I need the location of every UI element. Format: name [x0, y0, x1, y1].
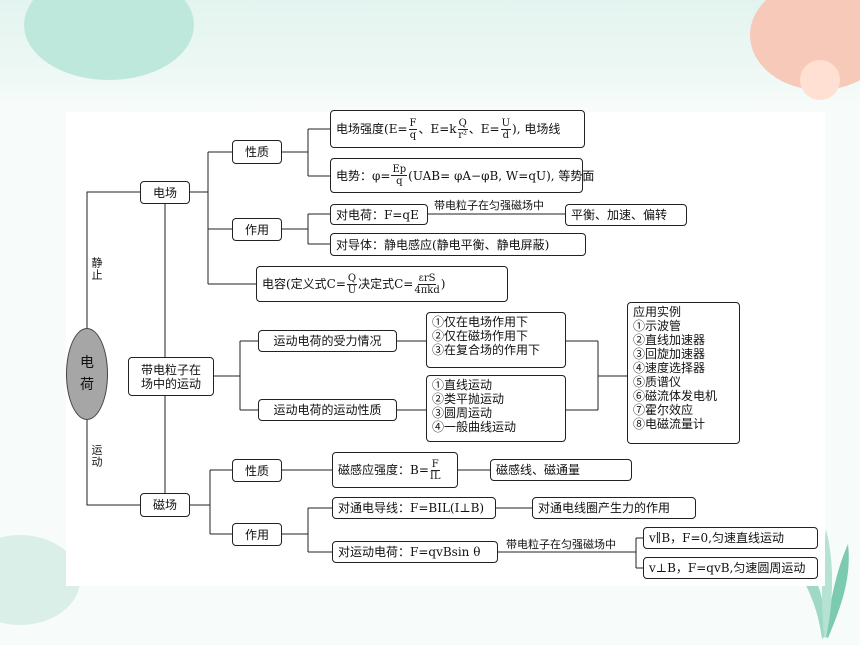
node-applications: 应用实例 ①示波管 ②直线加速器 ③回旋加速器 ④速度选择器 ⑤质谱仪 ⑥磁流体…: [627, 302, 740, 444]
frac-num: Ep: [391, 164, 408, 176]
application-8: ⑧电磁流量计: [633, 417, 706, 431]
frac-num: Q: [457, 117, 468, 130]
application-3: ③回旋加速器: [633, 347, 706, 361]
application-7: ⑦霍尔效应: [633, 403, 694, 417]
root-char-1: 电: [80, 355, 94, 371]
frac-den: U: [347, 284, 357, 296]
cap-prefix: 电容(定义式C=: [262, 277, 346, 291]
frac-num: U: [500, 117, 512, 130]
label-particle-in-field: 带电粒子在匀强磁场中: [434, 199, 544, 212]
frac-den: IL: [429, 470, 441, 482]
motion-type-4: ④一般曲线运动: [432, 420, 517, 434]
force-case-2: ②仅在磁场作用下: [432, 329, 529, 343]
node-force-on-charge: 对电荷：F=qE: [330, 204, 428, 225]
frac-num: Q: [346, 272, 358, 285]
application-4: ④速度选择器: [633, 361, 706, 375]
force-case-1: ①仅在电场作用下: [432, 315, 529, 329]
decor-dot-peach: [800, 60, 840, 100]
node-force-on-wire: 对通电导线：F=BIL(I⊥B): [332, 497, 496, 519]
frac-num: εrS: [417, 272, 437, 285]
node-motion-types: ①直线运动 ②类平抛运动 ③圆周运动 ④一般曲线运动: [426, 375, 566, 442]
branch-label-static: 静止: [90, 257, 103, 281]
motion-type-2: ②类平抛运动: [432, 392, 505, 406]
potential-prefix: 电势：φ=: [336, 168, 391, 183]
application-5: ⑤质谱仪: [633, 375, 682, 389]
node-balance-accel-deflect: 平衡、加速、偏转: [565, 204, 687, 226]
cap-suffix: ): [440, 277, 446, 291]
node-magnetic-property: 性质: [232, 459, 282, 482]
node-magnetic-effect: 作用: [232, 523, 282, 546]
root-node-charge: 电 荷: [66, 328, 108, 420]
potential-suffix: (UAB= φA−φB, W=qU), 等势面: [408, 168, 595, 183]
intensity-suffix: ), 电场线: [512, 122, 561, 136]
node-motion-nature: 运动电荷的运动性质: [258, 399, 397, 421]
frac-num: F: [430, 458, 440, 471]
root-char-2: 荷: [80, 377, 94, 393]
frac-den: 4πkd: [414, 284, 440, 296]
label-particle-in-magnetic-field: 带电粒子在匀强磁场中: [506, 538, 616, 551]
node-electric-effect: 作用: [232, 218, 282, 241]
intensity-e2: 、E=k: [418, 122, 457, 136]
frac-num: F: [408, 117, 418, 130]
node-field-lines-flux: 磁感线、磁通量: [490, 459, 632, 481]
node-force-situation: 运动电荷的受力情况: [258, 330, 397, 352]
intensity-e3: 、E=: [468, 122, 500, 136]
node-conductor: 对导体：静电感应(静电平衡、静电屏蔽): [330, 233, 586, 256]
application-1: ①示波管: [633, 319, 682, 333]
frac-den: d: [502, 129, 510, 141]
node-v-parallel-b: v∥B，F=0,匀速直线运动: [643, 527, 818, 549]
intensity-prefix: 电场强度(: [336, 122, 389, 136]
cap-mid: 决定式C=: [358, 277, 414, 291]
node-force-on-coil: 对通电线圈产生力的作用: [532, 497, 696, 519]
application-6: ⑥磁流体发电机: [633, 389, 718, 403]
node-v-perpendicular-b: v⊥B，F=qvB,匀速圆周运动: [643, 557, 818, 579]
motion-type-1: ①直线运动: [432, 378, 493, 392]
node-magnetic-field: 磁场: [140, 493, 190, 517]
motion-type-3: ③圆周运动: [432, 406, 493, 420]
intensity-e1: E=: [388, 122, 408, 136]
induction-prefix: 磁感应强度：B=: [338, 463, 429, 477]
node-electric-field: 电场: [140, 181, 190, 204]
node-electric-property: 性质: [232, 140, 282, 164]
force-case-3: ③在复合场的作用下: [432, 343, 541, 357]
node-force-cases: ①仅在电场作用下 ②仅在磁场作用下 ③在复合场的作用下: [426, 312, 566, 368]
particle-title-line1: 带电粒子在: [140, 362, 201, 377]
branch-label-moving: 运动: [90, 444, 103, 468]
frac-den: q: [396, 176, 403, 187]
applications-title: 应用实例: [633, 305, 682, 319]
application-2: ②直线加速器: [633, 333, 706, 347]
node-force-on-moving-charge: 对运动电荷：F=qvBsin θ: [332, 541, 498, 563]
frac-den: r²: [458, 129, 468, 141]
particle-title-line2: 场中的运动: [140, 376, 201, 391]
frac-den: q: [409, 129, 417, 141]
node-particle-motion: 带电粒子在 场中的运动: [128, 357, 214, 396]
